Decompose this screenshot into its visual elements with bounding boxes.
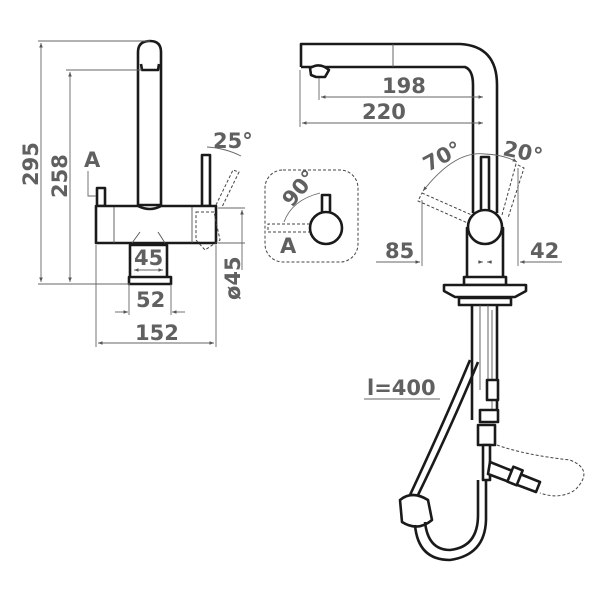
angle-20: 20° xyxy=(501,136,545,168)
dimension-52: 52 xyxy=(136,288,165,312)
dimension-45-inner: 45 xyxy=(134,246,163,270)
dimension-diameter-45: ø45 xyxy=(221,256,245,300)
angle-25: 25° xyxy=(213,129,253,153)
side-view: 198 220 70° 20° 85 42 l=400 xyxy=(299,42,585,562)
dimension-85: 85 xyxy=(385,239,414,263)
front-view: 295 258 A 25° 45 ø45 52 152 xyxy=(19,39,253,347)
detail-marker-a: A xyxy=(280,234,297,258)
detail-view-a: 90° A xyxy=(264,165,359,263)
side-dimensions xyxy=(299,70,562,400)
dimension-198: 198 xyxy=(382,74,426,98)
view-marker-a: A xyxy=(84,148,101,172)
faucet-front-outline xyxy=(94,39,240,286)
dimension-295: 295 xyxy=(19,142,43,186)
faucet-side-outline xyxy=(299,42,585,562)
front-dimensions xyxy=(38,40,245,347)
dimension-152: 152 xyxy=(135,321,179,345)
dimension-220: 220 xyxy=(362,100,406,124)
hose-length-label: l=400 xyxy=(367,376,436,400)
angle-90: 90° xyxy=(277,165,321,211)
dimension-42: 42 xyxy=(530,239,559,263)
dimension-258: 258 xyxy=(48,154,72,198)
